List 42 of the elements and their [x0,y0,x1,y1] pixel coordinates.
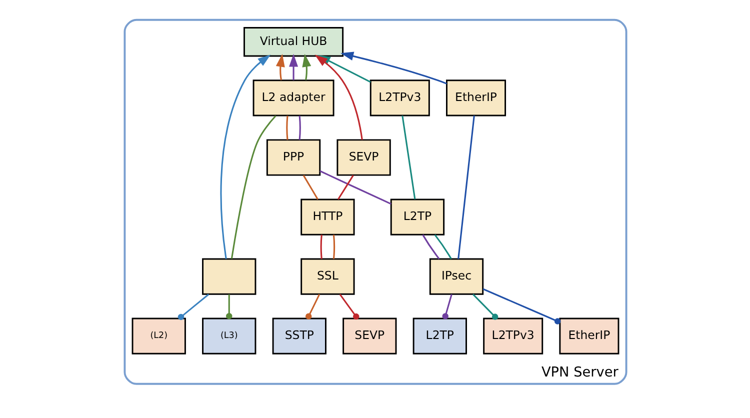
node-box: L2 adapter [252,80,334,116]
node-box: SEVP [342,318,396,354]
connector [332,234,335,259]
node-box: EtherIP [446,80,506,116]
connector [177,294,209,320]
connector [434,234,452,260]
arrow [220,54,270,259]
arrow [275,54,284,80]
connector [338,294,359,320]
connector [336,174,354,200]
node-box [202,258,256,295]
connector [230,115,276,259]
node-box: (L3) [202,318,256,354]
node-box: Virtual HUB [243,26,344,57]
node-box: SSL [300,258,354,295]
connector [226,294,232,320]
connector [302,174,318,200]
connector [457,116,474,260]
connector [472,294,498,320]
connector [422,234,440,260]
arrow [340,52,446,84]
node-box: IPsec [428,258,484,295]
arrow [288,54,298,80]
node-box: SEVP [336,139,390,176]
node-box: L2TPv3 [482,318,543,354]
node-box: (L2) [131,318,186,354]
connector [298,116,300,140]
node-box: SSTP [272,318,326,354]
connector [286,116,288,140]
connector [320,234,322,259]
connector [401,116,416,200]
node-box: L2TPv3 [369,80,430,116]
connector [482,288,560,324]
node-box: HTTP [300,198,354,236]
arrow [302,54,311,80]
connector [319,170,391,205]
node-box: PPP [266,139,320,176]
connector [304,294,320,320]
node-box: EtherIP [558,318,619,354]
node-box: L2TP [390,198,444,236]
node-box: L2TP [412,318,466,354]
connector [442,294,452,320]
